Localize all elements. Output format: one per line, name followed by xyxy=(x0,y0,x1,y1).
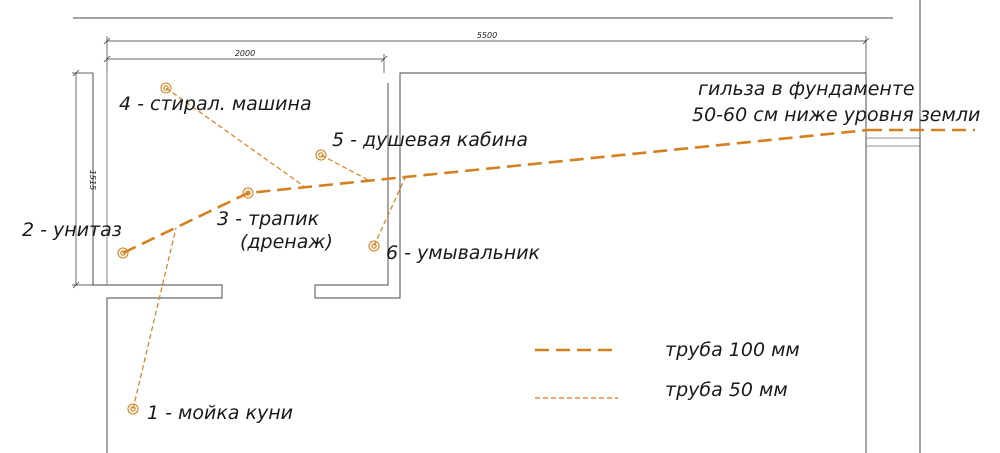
pipes-100mm xyxy=(122,128,975,255)
note-line-2: 50-60 см ниже уровня земли xyxy=(692,104,980,126)
label-fixture-3-line1: 3 - трапик xyxy=(217,208,320,230)
dim-room-width: 2000 xyxy=(235,49,255,58)
marker-2-icon xyxy=(117,247,129,259)
label-fixture-6: 6 - умывальник xyxy=(386,242,541,264)
marker-6-icon xyxy=(368,240,380,252)
legend-label-100: труба 100 мм xyxy=(665,339,800,361)
marker-5-icon xyxy=(315,149,327,161)
pipe-100-main xyxy=(122,128,869,255)
pipe-50-shower xyxy=(320,154,371,182)
dimension-lines xyxy=(72,36,870,289)
pipe-50-washing-machine xyxy=(165,87,306,188)
label-fixture-1: 1 - мойка куни xyxy=(147,402,293,424)
note-line-1: гильза в фундаменте xyxy=(698,78,915,100)
pipe-50-washbasin xyxy=(373,177,406,247)
legend-label-50: труба 50 мм xyxy=(665,379,788,401)
outer-wall-right xyxy=(314,72,866,299)
label-fixture-5: 5 - душевая кабина xyxy=(332,129,528,151)
label-fixture-4: 4 - стирал. машина xyxy=(119,93,312,115)
outer-wall-left xyxy=(92,73,223,453)
marker-4-icon xyxy=(160,82,172,94)
marker-1-icon xyxy=(127,403,139,415)
building-walls xyxy=(73,0,921,453)
marker-3-icon xyxy=(242,187,254,199)
pipe-50-sink xyxy=(132,227,177,410)
dim-total-width: 5500 xyxy=(477,31,497,40)
fixture-markers xyxy=(117,82,380,415)
label-fixture-2: 2 - унитаз xyxy=(22,219,122,241)
pipes-50mm xyxy=(132,87,406,410)
label-fixture-3-line2: (дренаж) xyxy=(240,231,333,253)
dim-room-depth: 1515 xyxy=(88,170,97,190)
legend: труба 100 мм труба 50 мм xyxy=(535,339,800,401)
